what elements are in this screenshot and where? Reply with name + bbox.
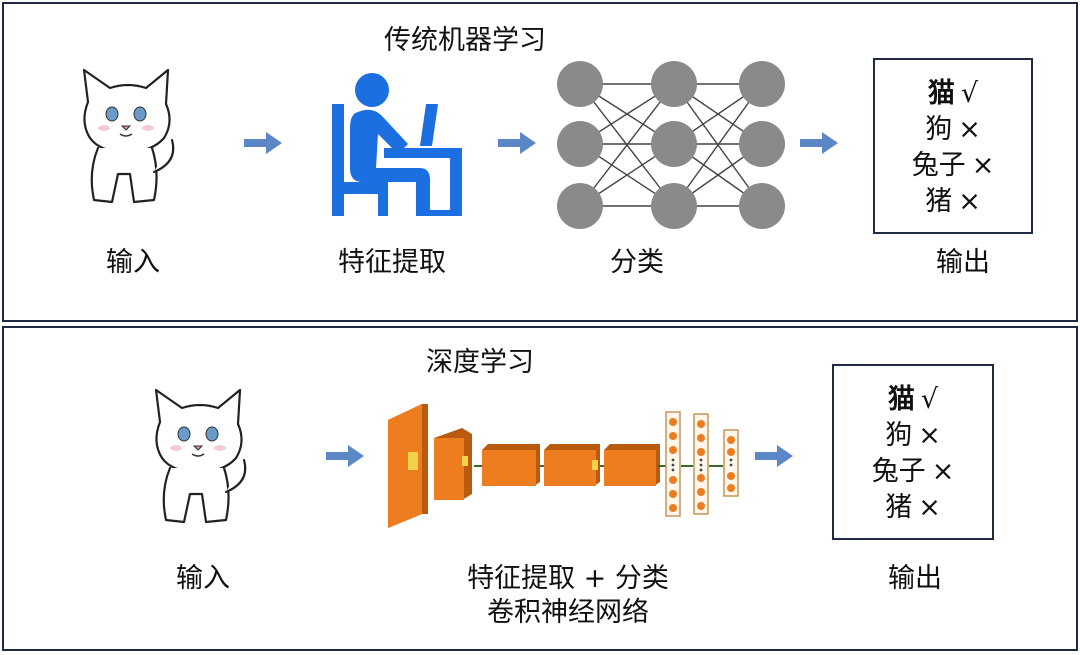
label-classification: 分类 xyxy=(610,247,664,278)
label-output-bottom: 输出 xyxy=(888,563,942,594)
output-box-bottom: 猫√ 狗× 兔子× 猪× xyxy=(832,364,994,540)
label-input-top: 输入 xyxy=(106,247,160,278)
output-item-dog: 狗× xyxy=(885,420,941,451)
label-input-bottom: 输入 xyxy=(176,563,230,594)
arrow-right-icon xyxy=(800,132,838,154)
cat-image-bottom xyxy=(154,388,247,524)
check-mark: √ xyxy=(920,384,939,415)
cross-mark: × xyxy=(931,456,955,487)
cross-mark: × xyxy=(958,114,981,145)
label-output-top: 输出 xyxy=(936,247,990,278)
label-cnn-line2: 卷积神经网络 xyxy=(487,597,649,628)
cross-mark: × xyxy=(958,186,981,217)
person-at-computer-icon xyxy=(332,73,462,216)
cat-image-top xyxy=(82,68,175,204)
output-item-dog: 狗× xyxy=(925,114,981,145)
cnn-diagram xyxy=(388,404,739,528)
output-item-rabbit: 兔子× xyxy=(911,150,995,181)
label-feature-extraction: 特征提取 xyxy=(338,247,446,278)
cross-mark: × xyxy=(918,492,941,523)
output-item-cat: 猫√ xyxy=(927,78,979,109)
arrow-right-icon xyxy=(244,132,282,154)
output-item-pig: 猪× xyxy=(885,492,941,523)
arrow-right-icon xyxy=(498,132,536,154)
traditional-ml-title: 传统机器学习 xyxy=(384,25,546,56)
neural-network-diagram xyxy=(557,61,785,229)
arrow-right-icon xyxy=(755,445,793,467)
cross-mark: × xyxy=(918,420,941,451)
label-cnn-line1: 特征提取 + 分类 xyxy=(467,563,669,594)
output-box-top: 猫√ 狗× 兔子× 猪× xyxy=(873,58,1033,234)
output-item-cat: 猫√ xyxy=(887,384,939,415)
output-item-pig: 猪× xyxy=(925,186,981,217)
cross-mark: × xyxy=(971,150,995,181)
output-item-rabbit: 兔子× xyxy=(871,456,955,487)
deep-learning-title: 深度学习 xyxy=(426,347,534,378)
check-mark: √ xyxy=(960,78,979,109)
arrow-right-icon xyxy=(326,445,364,467)
